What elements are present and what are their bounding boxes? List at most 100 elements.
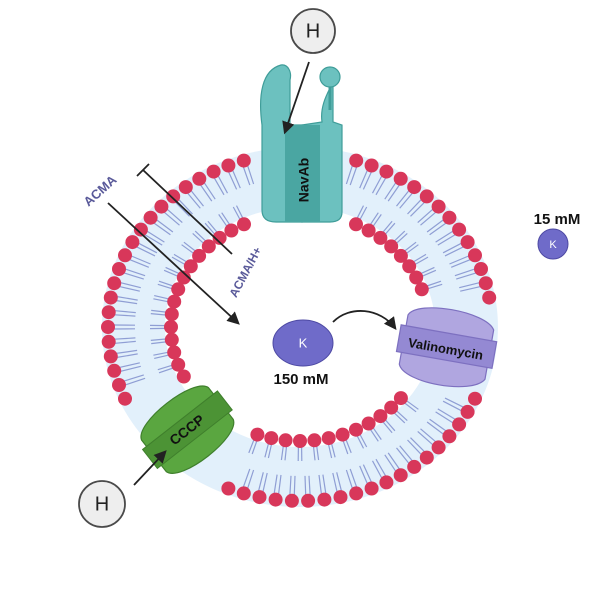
lipid-head-inner [373, 409, 388, 424]
lipid-tail-outer [410, 437, 426, 453]
lipid-head-inner [393, 248, 408, 263]
lipid-tail-inner [183, 241, 196, 252]
lipid-tail-outer [442, 400, 462, 412]
lipid-tail-outer [322, 474, 327, 494]
lipid-head-outer [460, 235, 475, 250]
lipid-tail-outer [153, 222, 171, 236]
lipid-tail-outer [131, 255, 151, 265]
lipid-tail-inner [154, 354, 169, 359]
acma-label: ACMA [80, 172, 119, 210]
lipid-tail-inner [393, 412, 406, 424]
lipid-tail-outer [417, 430, 434, 446]
lipid-tail-inner [153, 298, 169, 303]
lipid-tail-outer [166, 208, 183, 224]
lipid-tail-outer [125, 377, 146, 386]
lipid-head-inner [307, 433, 322, 448]
lipid-head-inner [167, 294, 182, 309]
lipid-head-outer [364, 158, 379, 173]
lipid-head-outer [103, 290, 118, 305]
lipid-head-outer [118, 391, 132, 406]
lipid-tail-outer [190, 190, 204, 207]
lipid-head-inner [164, 307, 179, 322]
lipid-head-outer [178, 180, 193, 195]
lipid-tail-outer [396, 190, 410, 207]
lipid-head-outer [221, 158, 236, 173]
lipid-tail-outer [399, 192, 413, 209]
lipid-tail-inner [204, 222, 216, 235]
lipid-tail-outer [371, 460, 383, 479]
lipid-tail-inner [181, 244, 194, 254]
lipid-tail-outer [349, 166, 358, 186]
proton-top-label: H [306, 20, 320, 42]
lipid-tail-outer [242, 166, 251, 186]
lipid-head-outer [393, 171, 408, 186]
lipid-tail-inner [171, 256, 186, 265]
lipid-head-inner [361, 416, 376, 431]
lipid-head-outer [474, 262, 488, 276]
lipid-tail-outer [396, 447, 410, 464]
lipid-head-outer [107, 363, 122, 378]
lipid-tail-outer [410, 201, 426, 217]
lipid-head-outer [442, 210, 457, 225]
lipid-tail-inner [393, 230, 406, 242]
lipid-head-inner [171, 357, 186, 372]
lipid-head-outer [192, 171, 207, 186]
lipid-tail-outer [345, 165, 353, 185]
lipid-tail-inner [248, 439, 255, 454]
lipid-head-outer [268, 492, 283, 507]
lipid-tail-outer [213, 177, 225, 196]
lipid-tail-outer [242, 468, 251, 488]
lipid-head-outer [393, 468, 408, 483]
lipid-head-outer [364, 481, 379, 496]
lipid-tail-outer [114, 310, 136, 314]
lipid-tail-inner [382, 220, 393, 233]
navab-channel: NavAb [259, 64, 343, 223]
lipid-tail-outer [387, 452, 400, 470]
lipid-tail-outer [359, 170, 368, 189]
lipid-tail-inner [158, 367, 174, 374]
lipid-head-outer [452, 417, 467, 432]
proton-top-icon [290, 8, 336, 54]
lipid-tail-outer [116, 300, 138, 305]
proton-top-arrow [282, 61, 310, 135]
lipid-tail-outer [114, 314, 136, 317]
lipid-head-outer [118, 248, 132, 263]
lipid-head-outer [407, 180, 422, 195]
lipid-tail-outer [136, 246, 156, 257]
lipid-tail-inner [356, 205, 365, 219]
lipid-tail-inner [369, 429, 379, 442]
lipid-tail-outer [454, 268, 475, 277]
proton-bottom-label: H [95, 493, 109, 515]
lipid-tail-outer [144, 234, 163, 246]
lipid-tail-outer [460, 286, 481, 292]
lipid-tail-outer [407, 439, 422, 455]
lipid-tail-outer [120, 282, 141, 289]
lipid-tail-inner [267, 444, 273, 459]
lipid-head-inner [402, 259, 417, 274]
lipid-head-outer [419, 450, 434, 465]
lipid-head-outer [236, 486, 251, 501]
lipid-head-outer [460, 404, 475, 419]
lipid-tail-outer [318, 474, 322, 494]
lipid-tail-outer [362, 464, 372, 483]
lipid-head-outer [103, 349, 118, 364]
lipid-tail-outer [203, 182, 216, 200]
lipid-head-outer [101, 320, 115, 334]
lipid-head-inner [164, 332, 179, 347]
lipid-tail-outer [120, 365, 141, 372]
lipid-tail-inner [345, 439, 352, 454]
proton-bottom-icon [78, 480, 126, 528]
lipid-tails [113, 165, 481, 495]
lipid-tail-outer [129, 259, 150, 268]
lipid-tail-outer [407, 199, 422, 215]
lipid-tail-outer [437, 408, 456, 420]
lipid-tail-outer [437, 234, 456, 246]
lipid-tail-outer [371, 175, 383, 194]
lipid-tail-inner [284, 446, 288, 461]
lipid-tail-inner [406, 400, 419, 410]
lipid-tail-outer [435, 411, 454, 424]
lipid-tail-outer [426, 421, 444, 435]
lipid-tail-outer [450, 259, 471, 268]
lipid-head-inner [335, 427, 350, 442]
lipid-tail-inner [221, 212, 231, 225]
